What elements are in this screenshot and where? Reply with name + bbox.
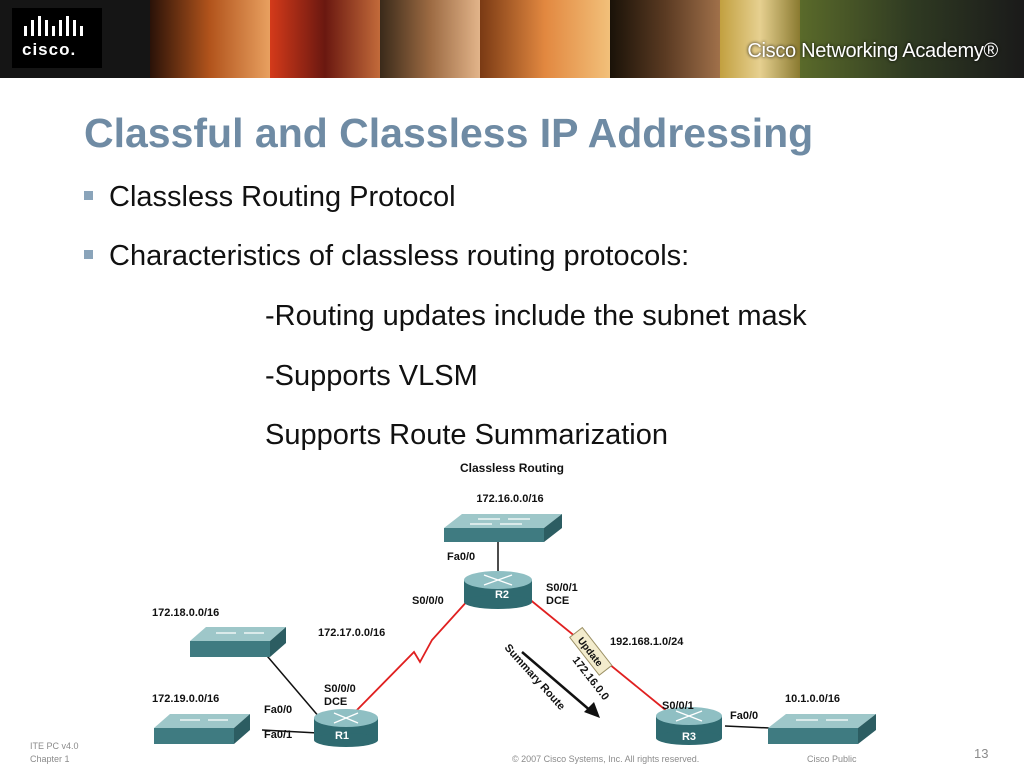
interface-label: S0/0/1 [546,582,578,594]
sub-point: Supports Route Summarization [265,419,668,451]
footer-course: ITE PC v4.0 [30,741,79,751]
arrowhead-icon [584,702,600,718]
interface-label: S0/0/0 [324,683,356,695]
router-r3: R3 [656,707,722,745]
network-diagram: Classless Routing 172.16.0.0/16 R2 [152,461,876,747]
interface-label: S0/0/1 [662,700,694,712]
banner-photo [380,0,480,78]
footer-classification: Cisco Public [807,754,857,764]
bullet-text: Classless Routing Protocol [109,181,456,213]
bullet-square-icon [84,249,93,259]
network-label: 192.168.1.0/24 [610,636,684,648]
cisco-bridge-icon [24,16,83,36]
switch-top [444,514,562,542]
sub-point: -Routing updates include the subnet mask [265,300,807,332]
network-label-top: 172.16.0.0/16 [476,493,543,505]
banner-photo [270,0,380,78]
cisco-logo [12,8,102,68]
sub-point: -Supports VLSM [265,360,478,392]
logo-wordmark: cisco. [22,40,77,59]
banner-photo [610,0,720,78]
banner-photo [480,0,610,78]
link-r3-switch [724,725,771,729]
network-label: 172.19.0.0/16 [152,693,219,705]
interface-label: S0/0/0 [412,595,444,607]
router-r2: R2 [464,571,532,609]
router-label: R2 [495,589,509,601]
interface-label: DCE [324,696,347,708]
switch-right [768,714,876,744]
slide-title: Classful and Classless IP Addressing [84,110,814,156]
bullet-square-icon [84,190,93,200]
banner-photo [150,0,270,78]
interface-label: Fa0/0 [264,704,292,716]
interface-label: Fa0/0 [730,710,758,722]
footer-copyright: © 2007 Cisco Systems, Inc. All rights re… [512,754,700,764]
network-label: 172.17.0.0/16 [318,627,385,639]
interface-label: DCE [546,595,569,607]
router-r1: R1 [314,709,378,747]
network-label: 10.1.0.0/16 [785,693,840,705]
bullet-item: Characteristics of classless routing pro… [84,240,689,273]
network-label: 172.18.0.0/16 [152,607,219,619]
link-switch-r1 [261,729,319,734]
interface-label: Fa0/0 [447,551,475,563]
switch-left-lower [154,714,250,744]
summary-route-arrow [521,651,593,713]
banner-photo [800,0,1024,78]
router-label: R1 [335,730,349,742]
bullet-item: Classless Routing Protocol [84,181,456,214]
footer-chapter: Chapter 1 [30,754,70,764]
academy-title: Cisco Networking Academy® [747,40,998,62]
banner-photo [720,0,800,78]
link-switch-r1 [261,649,321,719]
diagram-title: Classless Routing [460,461,564,475]
summary-route-label: Summary Route [502,642,567,713]
serial-link-r1-r2 [354,597,471,713]
interface-label: Fa0/1 [264,729,292,741]
switch-left-upper [190,627,286,657]
page-number: 13 [974,746,989,761]
bullet-text: Characteristics of classless routing pro… [109,240,690,272]
router-label: R3 [682,731,696,743]
header-banner: cisco. Cisco Networking Academy® [0,0,1024,78]
